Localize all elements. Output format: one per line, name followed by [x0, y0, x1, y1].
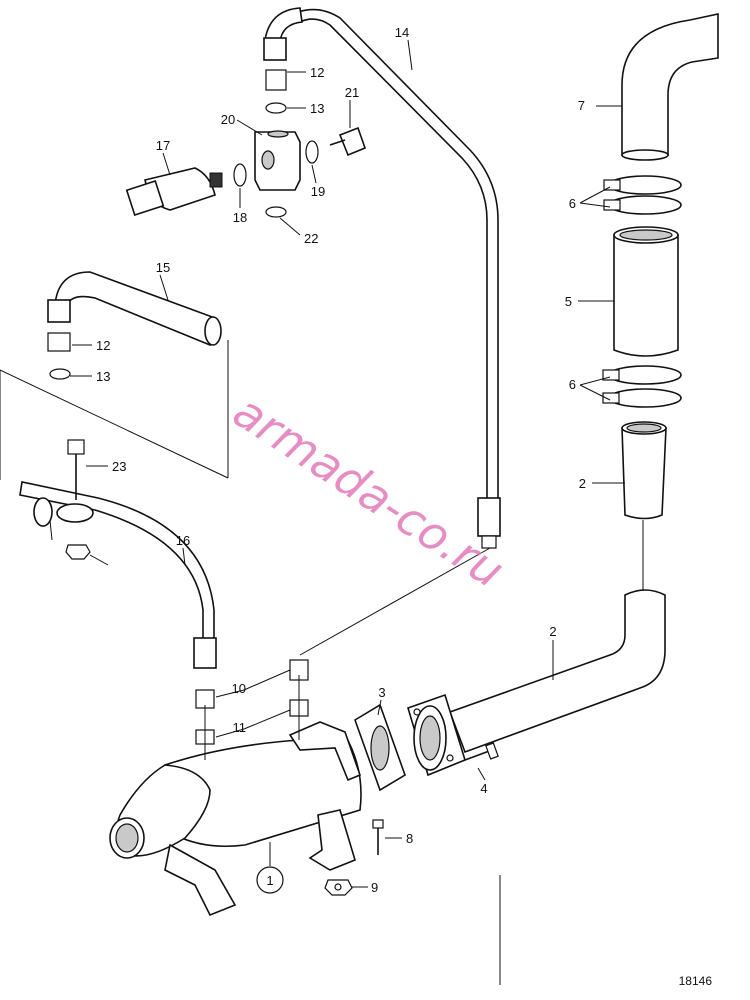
bolt-21 [67, 439, 85, 500]
hose-7 [621, 13, 719, 161]
callout-10: 10 [232, 681, 246, 696]
watermark-text: armada-co.ru [224, 384, 514, 598]
callout-21: 23 [112, 459, 126, 474]
callout-6-lower: 6 [569, 377, 576, 392]
block-18 [254, 130, 301, 191]
sensor-16 [125, 167, 223, 217]
callout-12-lower: 12 [96, 338, 110, 353]
callout-20: 22 [304, 231, 318, 246]
hose-clamps-lower [602, 365, 682, 408]
clip-22 [56, 503, 94, 523]
callout-2-lower: 2 [549, 624, 556, 639]
hose-5 [613, 226, 679, 357]
callout-16: 17 [156, 138, 170, 153]
fitting-12-upper [265, 69, 287, 114]
callout-4: 4 [480, 781, 487, 796]
callouts: 7 6 5 6 2 2 14 12 13 20 21 17 18 19 22 1… [96, 25, 586, 895]
callout-19: 21 [345, 85, 359, 100]
leader-lines [49, 39, 625, 888]
callout-12-upper: 12 [310, 65, 324, 80]
callout-9: 9 [371, 880, 378, 895]
bolt-8 [372, 819, 384, 855]
outlet-flange [407, 693, 466, 777]
callout-13-lower: 13 [96, 369, 110, 384]
callout-15-upper: 15 [156, 260, 170, 275]
hose-clamps-upper [603, 175, 682, 215]
callout-13-upper: 13 [310, 101, 324, 116]
callout-1: 1 [266, 873, 273, 888]
callout-5: 5 [565, 294, 572, 309]
unions-10-11 [195, 659, 309, 760]
nut-23 [65, 544, 91, 560]
callout-17-left: 18 [233, 210, 247, 225]
pipe-2-lower [448, 589, 666, 754]
nut-9 [324, 879, 353, 896]
callout-11: 11 [233, 720, 247, 735]
plug-19 [329, 126, 367, 157]
callout-2-upper: 2 [579, 476, 586, 491]
callout-17-right: 19 [311, 184, 325, 199]
callout-1-circle [256, 866, 284, 894]
reference-lines [0, 340, 229, 480]
bolt-4 [464, 742, 499, 761]
drawing-number: 18146 [679, 974, 713, 988]
pipe-15-lower [19, 481, 217, 669]
pipe-2-upper [621, 421, 667, 520]
callout-18: 20 [221, 112, 235, 127]
heat-exchanger-1 [109, 721, 362, 917]
callout-8: 8 [406, 831, 413, 846]
callout-6-upper: 6 [569, 196, 576, 211]
callout-3: 3 [378, 685, 385, 700]
callout-14: 14 [395, 25, 409, 40]
callout-15-lower: 16 [176, 533, 190, 548]
callout-7: 7 [578, 98, 585, 113]
pipe-14 [263, 7, 501, 656]
washers-17-20 [233, 140, 319, 218]
pipe-15-upper [47, 271, 222, 380]
flange-3 [354, 703, 406, 792]
